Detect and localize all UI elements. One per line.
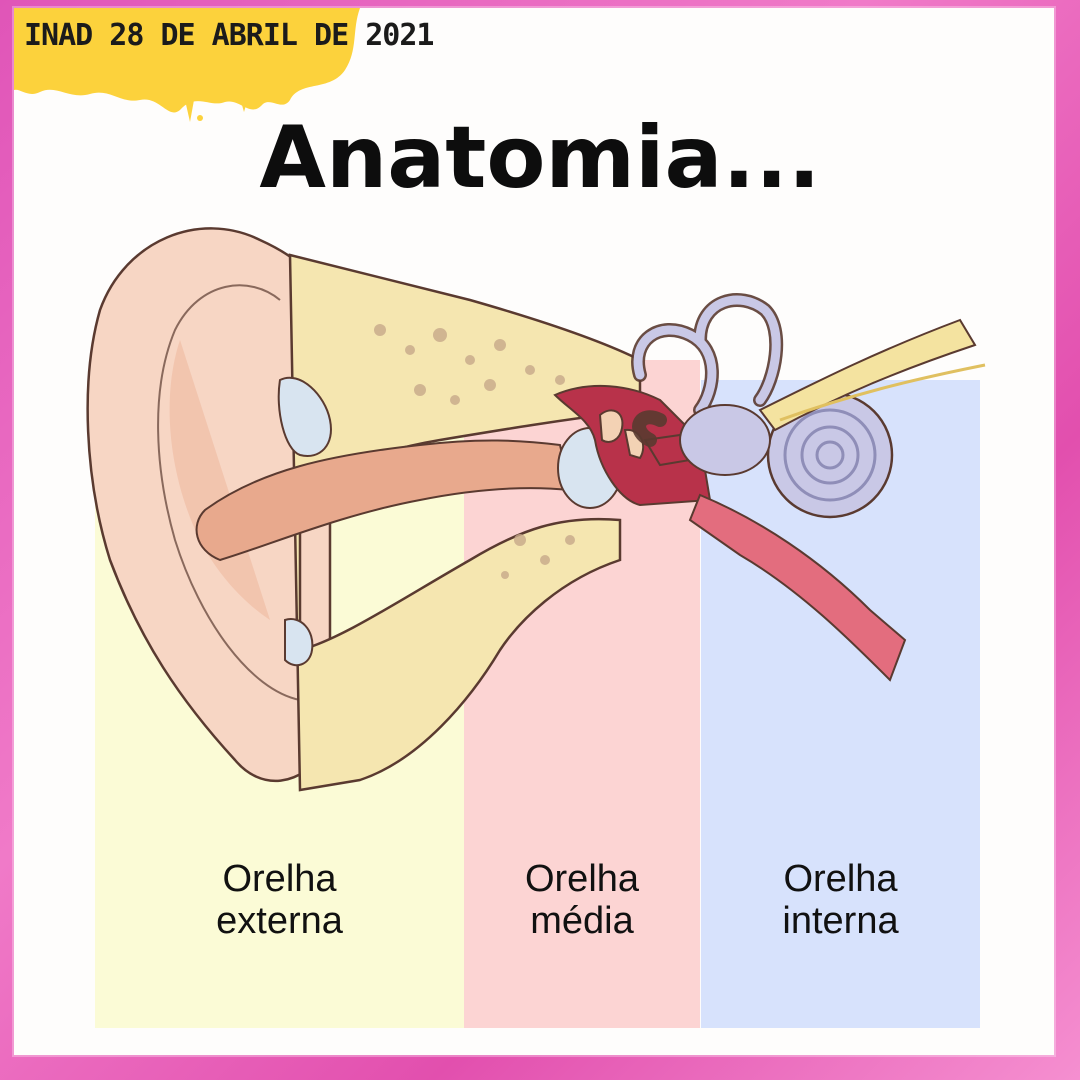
section-label-middle-ear: Orelha média (524, 858, 640, 942)
ear-canal (195, 439, 572, 562)
yellow-paint-splash (14, 8, 360, 122)
eustachian-tube (688, 493, 907, 682)
page-title: Anatomia... (259, 108, 821, 208)
event-date-label: INAD 28 DE ABRIL DE 2021 (24, 18, 434, 53)
section-label-outer-ear: Orelha externa (216, 858, 343, 942)
temporal-bone (288, 253, 642, 792)
section-label-inner-ear: Orelha interna (782, 858, 899, 942)
ossicles (598, 409, 692, 467)
